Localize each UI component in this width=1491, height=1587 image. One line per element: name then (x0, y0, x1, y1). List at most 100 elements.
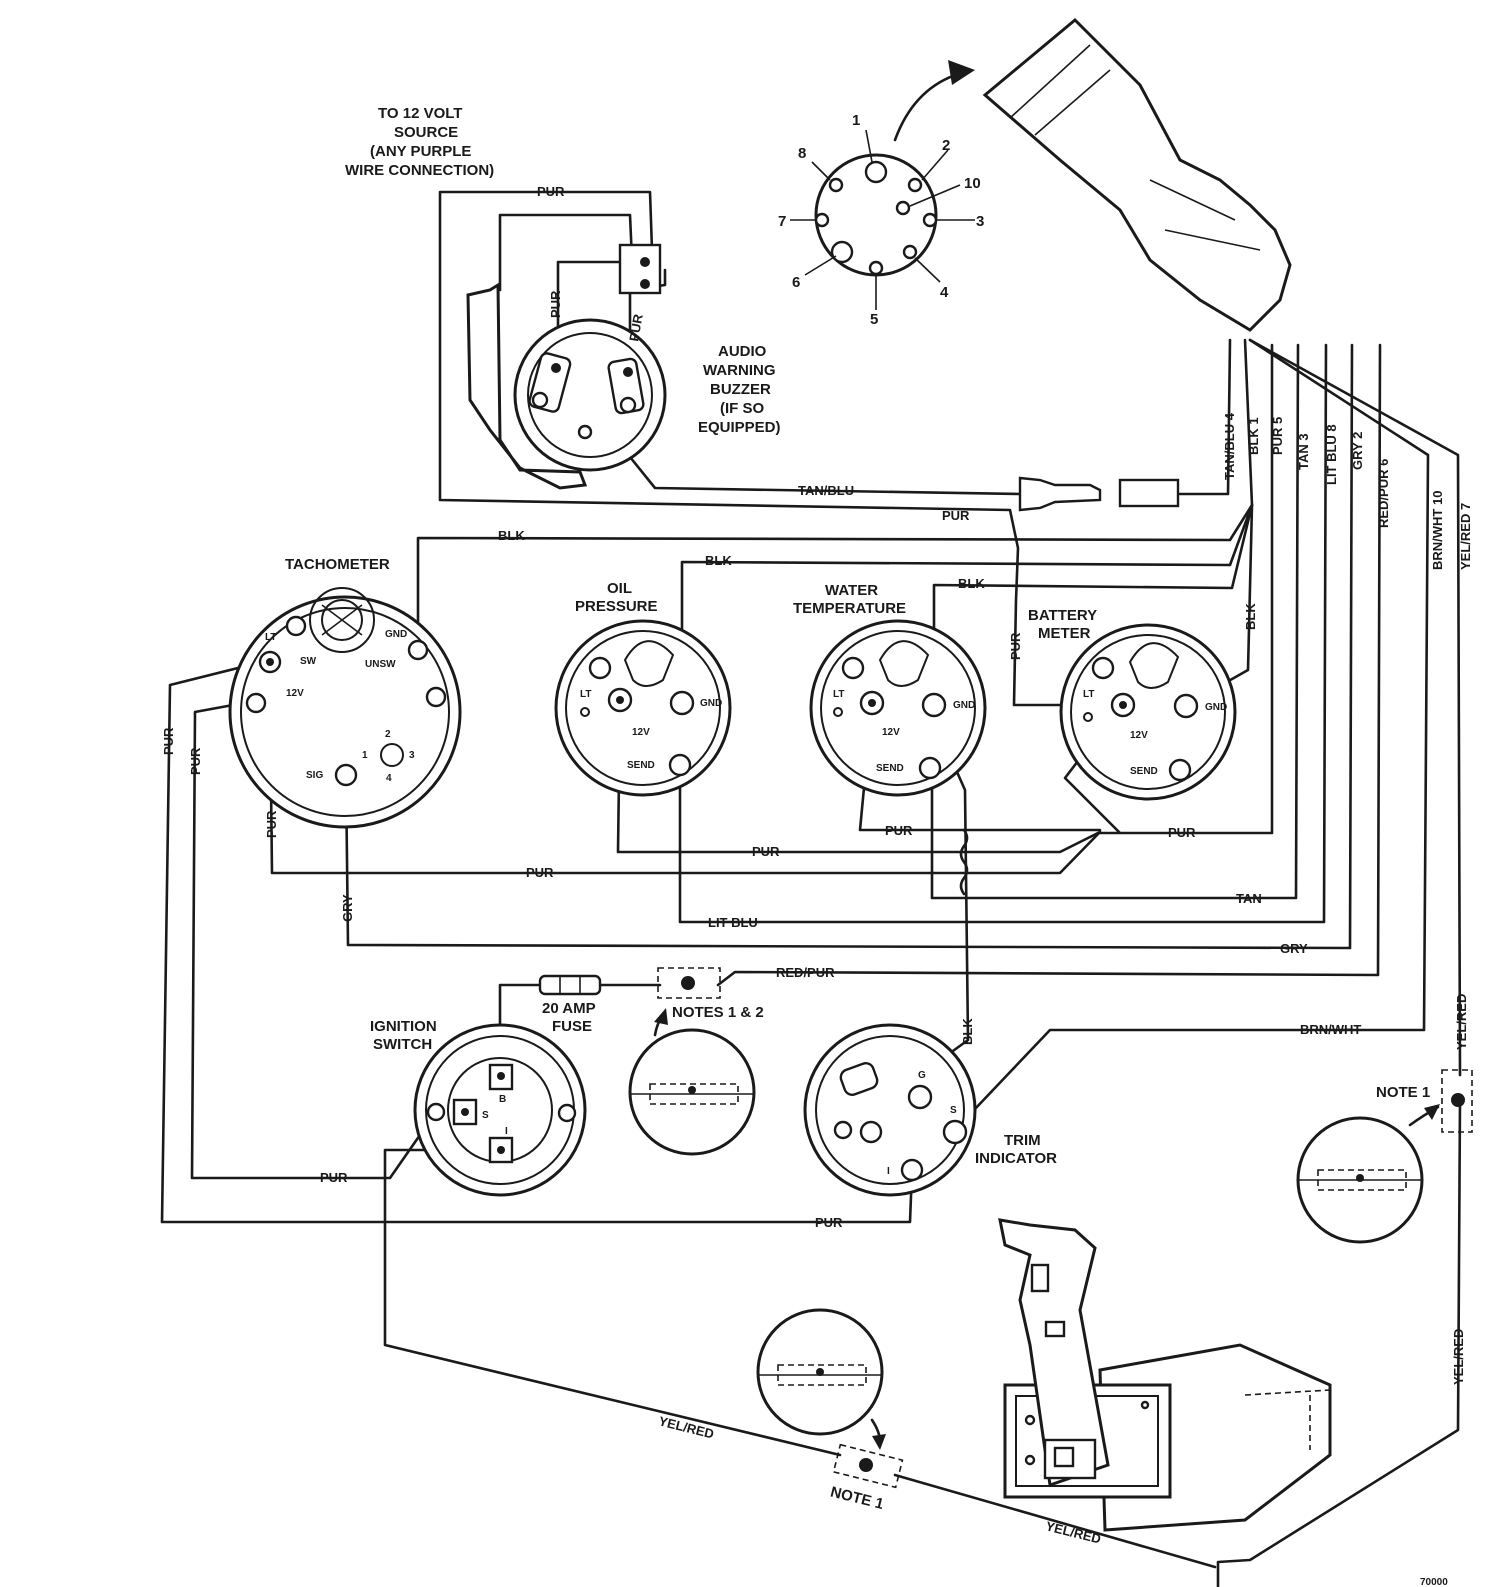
pin-label: 2 (942, 137, 950, 154)
wire-pur-tach-12v (160, 658, 914, 1224)
wire-pur-tach-sw (190, 698, 438, 1180)
water-temperature-gauge: LT GND 12V SEND (809, 619, 987, 797)
plug-body (982, 17, 1292, 332)
note-label: NOTE 1 (829, 1483, 886, 1513)
connector-face: 1 2 10 3 4 5 6 7 8 (778, 112, 984, 328)
buzzer-label: BUZZER (710, 381, 771, 398)
terminal-label: UNSW (365, 659, 396, 670)
terminal-label: SEND (1130, 766, 1158, 777)
wire-label: PUR (752, 844, 780, 859)
audio-warning-buzzer (466, 243, 667, 490)
pin-label: 8 (798, 145, 806, 162)
source-label: (ANY PURPLE (370, 143, 471, 160)
note-label: NOTE 1 (1376, 1084, 1430, 1101)
wire-label: PUR (526, 865, 554, 880)
source-label: TO 12 VOLT (378, 105, 462, 122)
harness-labels: TAN/BLU 4 BLK 1 PUR 5 TAN 3 LIT BLU 8 GR… (1222, 412, 1473, 570)
oil-pressure-label: PRESSURE (575, 598, 658, 615)
wire-label: BRN/WHT (1300, 1022, 1361, 1037)
wire-label: TAN (1236, 891, 1262, 906)
terminal-label: 1 (362, 750, 368, 761)
terminal-label: 12V (632, 727, 650, 738)
wire-label: PUR (1008, 632, 1023, 660)
terminal-label: 2 (385, 729, 391, 740)
ignition-switch-label: IGNITION (370, 1018, 437, 1035)
terminal-label: 12V (286, 688, 304, 699)
wire-label: PUR (161, 727, 176, 755)
notes-label: NOTES 1 & 2 (672, 1004, 764, 1021)
wire-label: BLK (498, 528, 525, 543)
wire-gry (344, 343, 1354, 950)
wire-yel-red (1216, 338, 1462, 1587)
terminal-label: SEND (876, 763, 904, 774)
harness-label: YEL/RED 7 (1458, 503, 1473, 570)
harness-label: LIT BLU 8 (1324, 424, 1339, 485)
terminal-label: G (918, 1070, 926, 1081)
wire-label: PUR (626, 312, 646, 342)
buzzer-label: EQUIPPED) (698, 419, 781, 436)
harness-label: TAN 3 (1296, 433, 1311, 470)
terminal-label: GND (953, 700, 975, 711)
pin-label: 1 (852, 112, 860, 129)
wire-label: YEL/RED (1454, 994, 1469, 1050)
figure-number: 70000 (1420, 1577, 1448, 1587)
pin-label: 5 (870, 311, 878, 328)
pin-label: 7 (778, 213, 786, 230)
terminal-label: SEND (627, 760, 655, 771)
wire-blk-oil (680, 503, 1254, 692)
wire-label: PUR (1168, 825, 1196, 840)
component-labels: TO 12 VOLT SOURCE (ANY PURPLE WIRE CONNE… (285, 105, 1448, 1587)
wire-label: GRY (340, 894, 355, 922)
terminal-label: LT (580, 689, 591, 700)
terminal-label: B (499, 1094, 506, 1105)
terminal-label: I (887, 1166, 890, 1177)
fuse-label: FUSE (552, 1018, 592, 1035)
pin-label: 6 (792, 274, 800, 291)
buzzer-label: WARNING (703, 362, 776, 379)
terminal-label: S (950, 1105, 957, 1116)
wire-labels: PUR PUR PUR TAN/BLU PUR BLK BLK BLK BLK … (161, 184, 1469, 1547)
terminal-label: I (505, 1126, 508, 1137)
trim-indicator-label: INDICATOR (975, 1150, 1057, 1167)
wire-label: PUR (320, 1170, 348, 1185)
terminal-label: GND (700, 698, 722, 709)
wire-label: PUR (885, 823, 913, 838)
pin-label: 10 (964, 175, 981, 192)
wire-blk-tach (416, 503, 1254, 652)
wire-label: BLK (958, 576, 985, 591)
battery-meter-gauge: LT GND 12V SEND (1059, 623, 1237, 801)
terminal-label: 12V (1130, 730, 1148, 741)
wire-label: YEL/RED (1044, 1518, 1102, 1546)
terminal-label: 12V (882, 727, 900, 738)
wire-label: BLK (960, 1018, 975, 1045)
harness-label: RED/PUR 6 (1376, 459, 1391, 528)
water-temp-label: WATER (825, 582, 878, 599)
wire-pur-buzzer (498, 213, 667, 372)
wire-tan (930, 343, 1300, 900)
terminal-label: SIG (306, 770, 323, 781)
source-label: SOURCE (394, 124, 458, 141)
wire-label: PUR (942, 508, 970, 523)
wire-label: PUR (537, 184, 565, 199)
wire-label: GRY (1280, 941, 1308, 956)
terminal-label: LT (833, 689, 844, 700)
wire-label: LIT BLU (708, 915, 758, 930)
terminal-label: 3 (409, 750, 415, 761)
tan-blu-bullet-connector (1018, 476, 1180, 512)
water-temp-label: TEMPERATURE (793, 600, 906, 617)
tachometer-label: TACHOMETER (285, 556, 390, 573)
oil-pressure-label: OIL (607, 580, 632, 597)
buzzer-label: AUDIO (718, 343, 767, 360)
wire-brn-wht (953, 338, 1430, 1132)
wire-label: PUR (188, 747, 203, 775)
terminal-label: GND (385, 629, 407, 640)
harness-label: BLK 1 (1246, 417, 1261, 455)
wire-label: TAN/BLU (798, 483, 854, 498)
wire-label: YEL/RED (1451, 1329, 1466, 1385)
harness-label: GRY 2 (1350, 432, 1365, 470)
harness-label: TAN/BLU 4 (1222, 412, 1237, 480)
battery-meter-label: BATTERY (1028, 607, 1097, 624)
ignition-switch-label: SWITCH (373, 1036, 432, 1053)
harness-label: PUR 5 (1270, 417, 1285, 455)
wire-lit-blu (678, 343, 1328, 924)
